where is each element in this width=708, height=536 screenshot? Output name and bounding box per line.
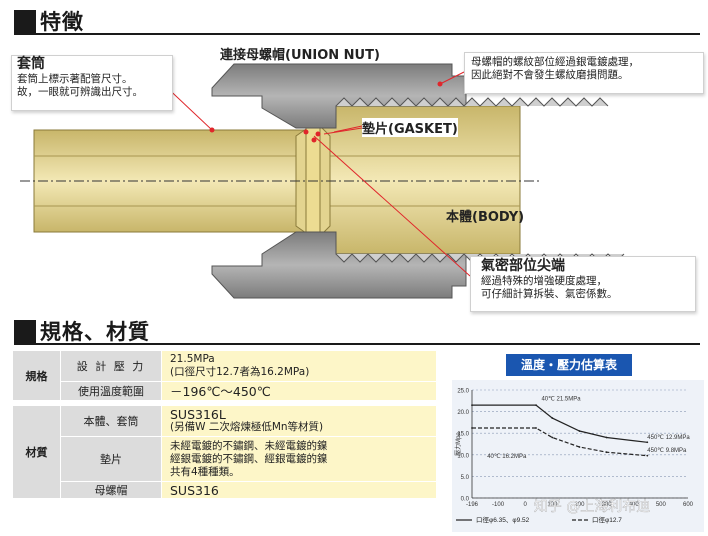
table-row: 規格 設 計 壓 力 21.5MPa (口徑尺寸12.7者為16.2MPa): [12, 350, 437, 401]
specs-title: 規格、材質: [40, 320, 150, 344]
series-point: [471, 427, 473, 429]
spec-value: SUS316L (另備W 二次熔煉極低Mn等材質): [161, 405, 437, 437]
series-point: [578, 430, 581, 432]
spec-key: 墊片: [60, 436, 162, 482]
table-row: 母螺帽 SUS316: [13, 481, 437, 499]
spec-value-line: 經銀電鍍的不鏽鋼、經銀電鍍的鎳: [170, 452, 328, 465]
spec-value: 21.5MPa (口徑尺寸12.7者為16.2MPa): [161, 350, 437, 382]
series-point: [551, 417, 554, 419]
thread-callout-text1: 母螺帽的螺紋部位經過銀電鍍處理，: [471, 56, 639, 68]
annotation: 40℃ 21.5MPa: [541, 396, 581, 402]
seal-callout: 氣密部位尖端 經過特殊的增強硬度處理， 可仔細計算拆裝、氣密係數。: [470, 256, 696, 312]
x-tick-label: 400: [629, 502, 640, 508]
y-tick-label: 15.0: [457, 432, 469, 438]
x-tick-label: -100: [492, 502, 505, 508]
spec-value-line: 共有4種種類。: [170, 465, 240, 478]
legend-label: 口徑φ6.35、φ9.52: [476, 515, 530, 524]
x-tick-label: 100: [547, 502, 558, 508]
specs-section-header: 規格、材質: [14, 316, 150, 344]
fitting-diagram: [20, 63, 625, 299]
series-point: [646, 454, 649, 457]
chart-title: 溫度・壓力估算表: [506, 354, 632, 376]
x-tick-label: 300: [602, 502, 613, 508]
features-title: 特徵: [40, 10, 84, 34]
spec-key: 本體、套筒: [60, 405, 162, 437]
spec-value-line: SUS316L: [170, 407, 226, 422]
thread-top: [335, 97, 609, 107]
spec-category: 材質: [12, 405, 61, 499]
table-row: 材質 本體、套筒 SUS316L (另備W 二次熔煉極低Mn等材質): [12, 405, 437, 499]
thread-callout-text2: 因此絕對不會發生螺紋磨損問題。: [471, 69, 629, 81]
series-point: [578, 446, 581, 448]
spec-value: －196℃～450℃: [161, 381, 437, 401]
table-row: 使用溫度範圍 －196℃～450℃: [13, 381, 437, 401]
watermark: 知乎 @上海利布迪: [534, 498, 650, 515]
union-nut-label: 連接母螺帽(UNION NUT): [220, 48, 380, 63]
x-tick-label: 200: [574, 502, 585, 508]
y-tick-label: 20.0: [457, 410, 469, 416]
y-tick-label: 5.0: [461, 475, 470, 481]
spec-value: 未經電鍍的不鏽鋼、未經電鍍的鎳 經銀電鍍的不鏽鋼、經銀電鍍的鎳 共有4種種類。: [161, 436, 437, 482]
x-tick-label: -196: [466, 502, 479, 508]
x-tick-label: 0: [524, 502, 528, 508]
spec-category: 規格: [12, 350, 61, 401]
annotation: 40℃ 16.2MPa: [487, 454, 527, 460]
sleeve-callout-title: 套筒: [17, 56, 45, 72]
sleeve-callout: 套筒 套筒上標示著配管尺寸。 故，一眼就可辨識出尺寸。: [11, 55, 173, 111]
spec-table: 規格 設 計 壓 力 21.5MPa (口徑尺寸12.7者為16.2MPa) 使…: [12, 350, 437, 499]
series-line: [472, 404, 648, 443]
spec-value-line: (口徑尺寸12.7者為16.2MPa): [170, 366, 310, 378]
spec-key: 使用溫度範圍: [60, 381, 162, 401]
thread-callout: 母螺帽的螺紋部位經過銀電鍍處理， 因此絕對不會發生螺紋磨損問題。: [464, 52, 704, 94]
y-tick-label: 0.0: [461, 497, 470, 503]
temperature-pressure-chart: 25.0 20.0 15.0 10.0 5.0 0.0-196 -100 0 100 200 300…: [452, 380, 704, 532]
section-marker: [14, 320, 36, 344]
section-divider: [14, 33, 700, 35]
body-label: 本體(BODY): [446, 210, 525, 225]
seal-callout-text1: 經過特殊的增強硬度處理，: [481, 275, 607, 287]
annotation: 450℃ 12.9MPa: [647, 435, 690, 441]
x-tick-label: 600: [683, 502, 694, 508]
series-line: [472, 427, 648, 457]
seal-callout-text2: 可仔細計算拆裝、氣密係數。: [481, 288, 618, 300]
series-point: [646, 441, 649, 444]
gasket-label: 墊片(GASKET): [362, 118, 458, 137]
spec-value: SUS316: [161, 481, 437, 499]
section-marker: [14, 10, 36, 34]
annotation: 450℃ 9.8MPa: [647, 448, 687, 454]
spec-value-line: 21.5MPa: [170, 353, 215, 365]
series-point: [471, 404, 473, 407]
seal-callout-title: 氣密部位尖端: [481, 258, 565, 274]
table-row: 墊片 未經電鍍的不鏽鋼、未經電鍍的鎳 經銀電鍍的不鏽鋼、經銀電鍍的鎳 共有4種種…: [13, 436, 437, 482]
x-tick-label: 500: [656, 502, 667, 508]
series-point: [605, 451, 608, 454]
y-tick-label: 10.0: [457, 453, 469, 459]
spec-key: 設 計 壓 力: [60, 350, 162, 382]
y-axis-label: 壓力Mpa: [454, 432, 462, 456]
callout-dots: [209, 81, 443, 143]
legend-label: 口徑φ12.7: [592, 515, 622, 524]
spec-value-line: 未經電鍍的不鏽鋼、未經電鍍的鎳: [170, 439, 328, 452]
sleeve-callout-text2: 故，一眼就可辨識出尺寸。: [17, 86, 143, 98]
series-point: [535, 404, 537, 407]
y-tick-label: 25.0: [457, 389, 469, 395]
series-point: [551, 436, 554, 439]
sleeve-callout-text1: 套筒上標示著配管尺寸。: [17, 73, 133, 85]
spec-value-line: (另備W 二次熔煉極低Mn等材質): [170, 421, 324, 433]
section-divider: [14, 343, 700, 345]
features-section-header: 特徵: [14, 6, 84, 34]
series-point: [535, 427, 537, 429]
series-point: [605, 436, 608, 439]
spec-key: 母螺帽: [60, 481, 162, 499]
